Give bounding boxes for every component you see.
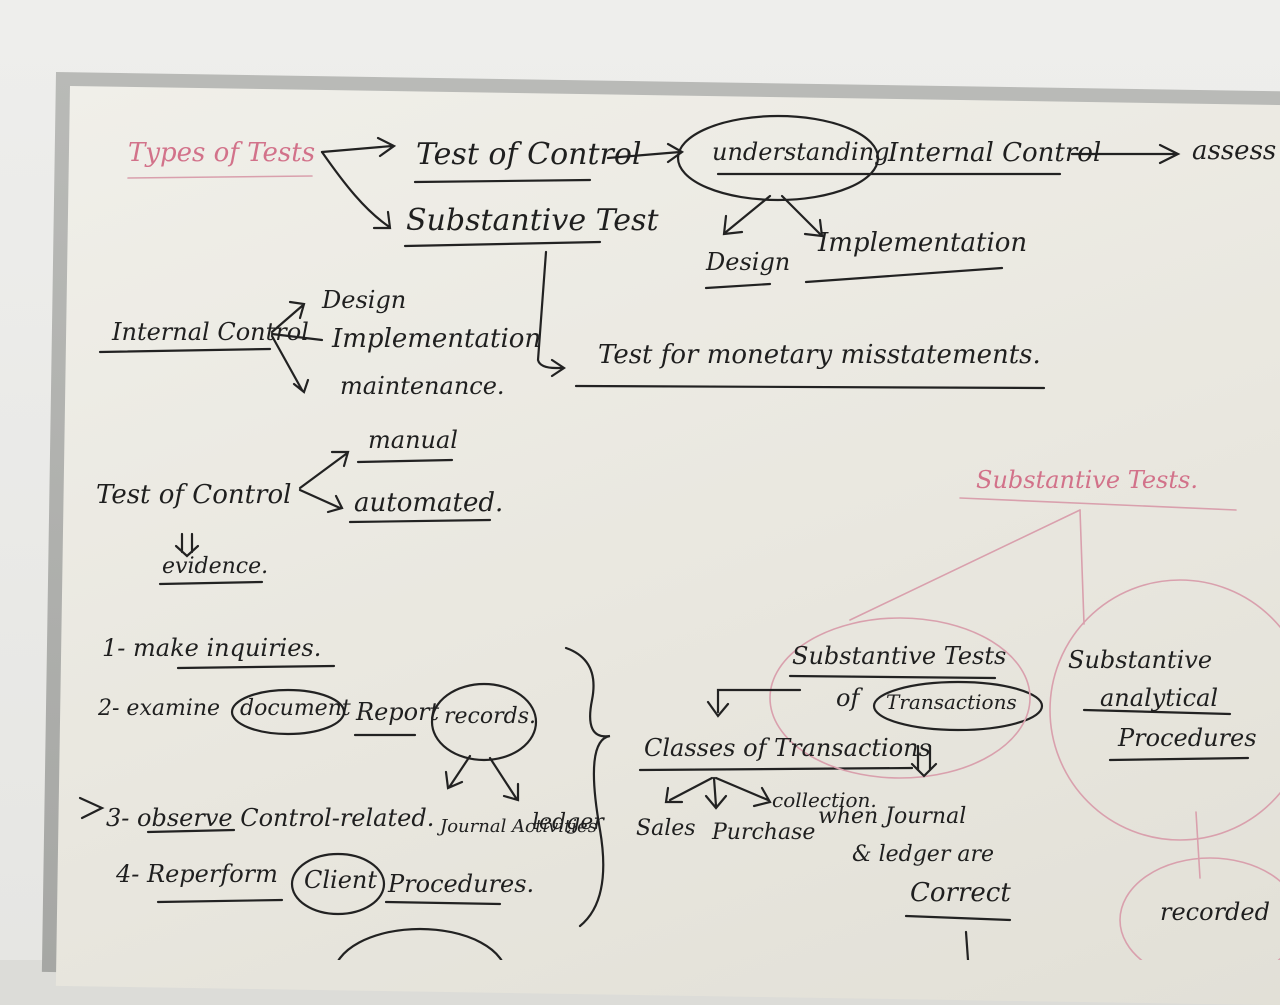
label-understanding: understanding [712,138,890,166]
label-implementation: Implementation [818,228,1028,258]
label-stot-line1: Substantive Tests [792,642,1007,670]
brace [564,646,611,928]
label-ic-design: Design [322,286,407,314]
underline-substantive-test [403,240,602,248]
arrow-correct-down [964,930,970,960]
arrow-to-design [722,194,772,236]
list-item-4-prefix: 4- Reperform [116,860,278,888]
list-item-3: 3- observe Control-related. [106,804,435,832]
label-client: Client [304,866,378,894]
arrow-ic-maintenance [270,334,310,394]
arrow-subst-to-monetary [536,250,566,378]
whiteboard-strokes [78,114,1280,960]
tree-line-right [1079,509,1085,625]
label-design: Design [706,248,791,276]
arrow-to-classes [706,688,802,718]
underline-evidence [158,580,264,586]
arrow-classes-collection [714,776,772,808]
label-toc: Test of Control [96,480,292,510]
label-sales: Sales [636,816,696,841]
circle-transactions [872,680,1044,732]
underline-design [704,282,772,290]
label-classes: Classes of Transactions [644,734,931,762]
label-ledger: ledger [532,810,604,835]
arrow-title-to-toc [320,136,397,158]
circle-sap-big [1049,579,1280,841]
arrow-to-implementation [780,194,824,238]
label-sap-line1: Substantive [1068,646,1213,674]
label-test-of-control: Test of Control [416,137,642,172]
arrow-records-ledger [488,756,520,802]
label-ic: Internal Control [112,318,309,346]
tree-line-down [1195,811,1201,879]
label-automated: automated. [354,488,504,518]
label-correct: Correct [910,878,1011,908]
label-stot-of: of [836,684,860,712]
circle-records [430,682,538,762]
arrow-ic-to-assess [1070,143,1181,165]
arrow-toc-manual [298,450,350,490]
underline-test-of-control [413,178,592,184]
label-collection: collection. [772,788,877,812]
underline-classes [638,766,914,772]
arrow-evidence-down [174,532,200,558]
underline-monetary [574,384,1046,390]
label-internal-control: Internal Control [888,138,1102,168]
label-when: when Journal [818,804,967,829]
label-recorded: recorded [1160,898,1270,926]
underline-automated [348,518,492,524]
tree-line-left [849,509,1081,621]
underline-manual [356,458,454,464]
list-item-1: 1- make inquiries. [102,634,322,662]
circle-document [230,688,346,736]
arrow-classes-sales [664,776,714,804]
underline-observe [146,828,236,834]
label-ic-maintenance: maintenance. [340,372,505,400]
underline-sub-tests-title [959,497,1237,511]
circle-client [290,852,386,916]
arrow-classes-purchase [704,776,728,810]
label-manual: manual [368,426,458,454]
arrow-classes-when [910,744,938,778]
arrow-records-journal [444,754,472,790]
underline-correct [904,914,1012,922]
label-substantive-test: Substantive Test [406,203,659,238]
underline-sap [1082,708,1232,716]
underline-title [127,175,313,179]
arrow-toc-to-understanding [606,142,685,164]
label-ledger-correct: & ledger are [852,842,994,867]
label-ic-implementation: Implementation [332,324,542,354]
label-document: document [240,696,351,721]
label-procedures: Procedures. [388,870,535,898]
underline-item1 [176,664,336,670]
underline-reperform [156,898,284,904]
label-records: records. [444,704,536,729]
underline-stot [788,674,997,680]
arrow-item3-marker [78,796,105,820]
arrow-toc-automated [298,488,344,514]
label-sap-line2: analytical [1100,684,1219,712]
label-purchase: Purchase [712,820,816,845]
arrow-title-to-subst [320,150,392,230]
circle-bottom [337,927,503,960]
label-sap-line3: Procedures [1118,724,1257,752]
underline-procedures [384,900,502,906]
underline-implementation [804,266,1004,284]
circle-understanding [676,114,880,202]
underline-ic-label [98,347,272,354]
list-item-2-prefix: 2- examine [98,696,221,721]
label-transactions: Transactions [886,690,1017,714]
label-test-monetary: Test for monetary misstatements. [598,340,1041,370]
title-substantive-tests: Substantive Tests. [976,466,1198,494]
title-types-of-tests: Types of Tests [128,138,316,168]
circle-stot-big [769,617,1031,779]
label-evidence: evidence. [162,554,269,579]
label-journal-activities: Journal Activities [440,816,597,837]
label-report: Report [356,698,440,726]
circle-recorded [1119,857,1280,960]
arrow-ic-implementation [270,332,324,342]
label-assess: assess ( [1192,136,1280,166]
underline-sap2 [1108,756,1250,762]
arrow-ic-design [270,300,306,334]
